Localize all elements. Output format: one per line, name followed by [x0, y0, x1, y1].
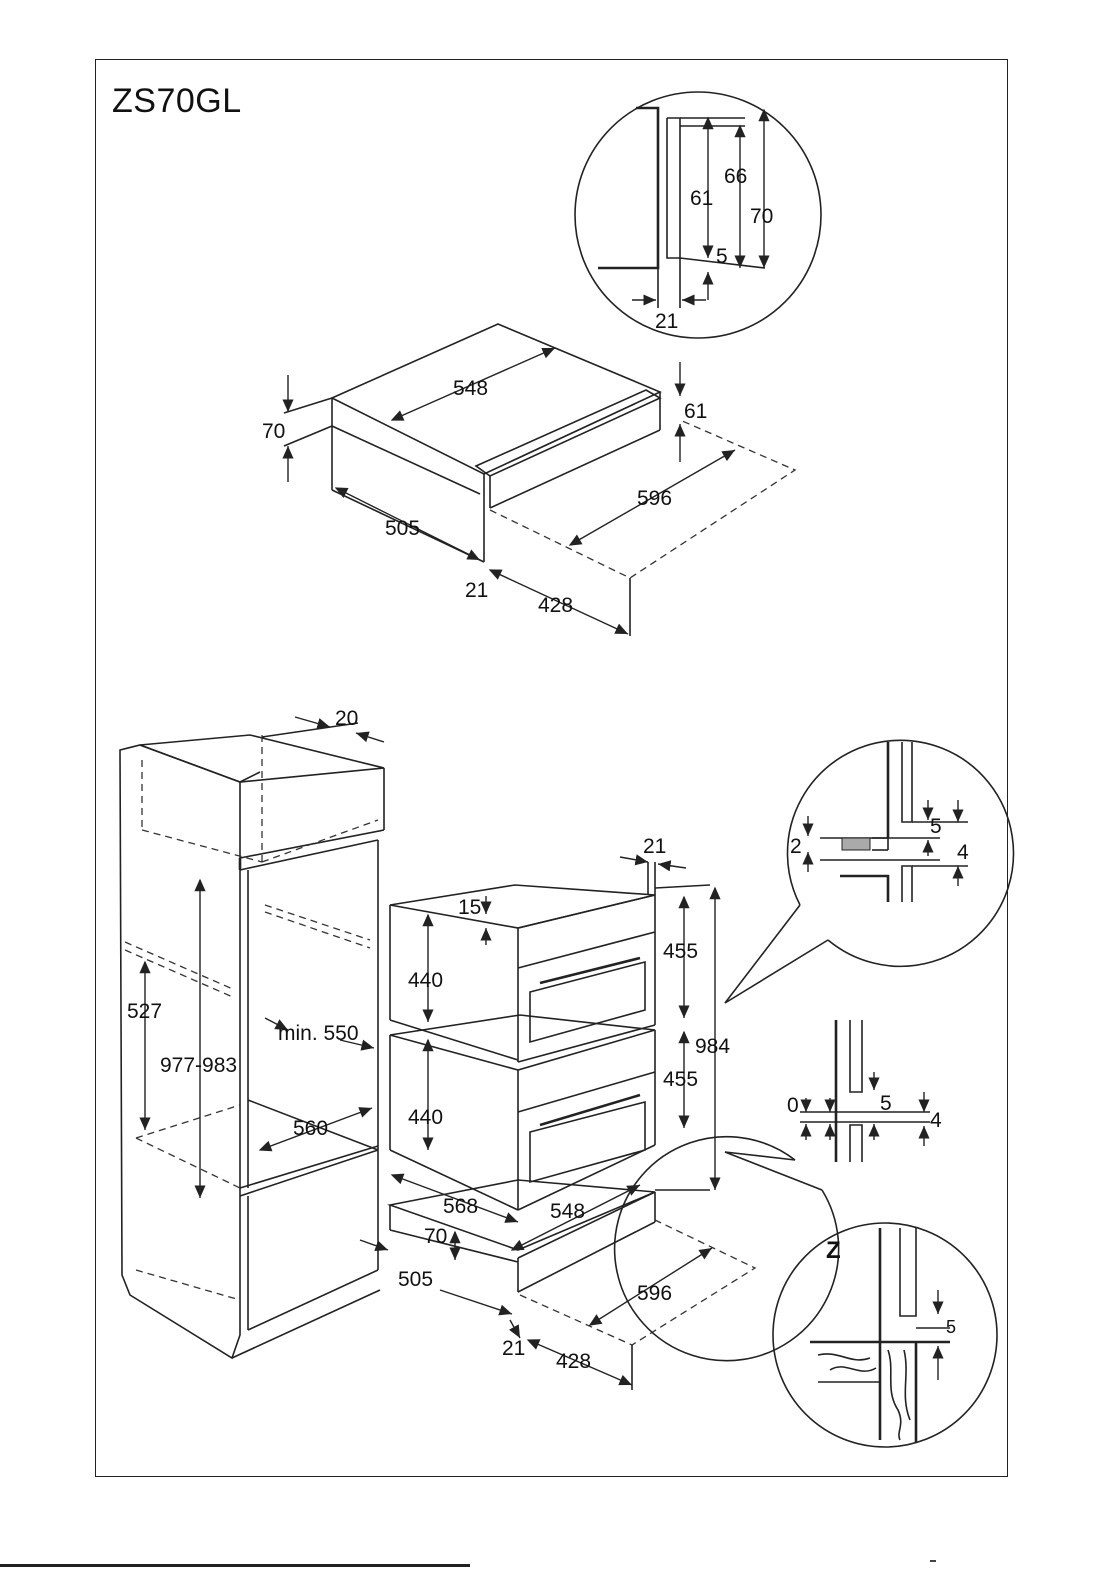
dim-label: 527: [127, 1000, 162, 1023]
dim-label: 61: [690, 187, 713, 210]
dim-label: 66: [724, 165, 747, 188]
dim-label: 21: [655, 310, 678, 333]
dim-label: 984: [695, 1035, 730, 1058]
dim-label: 20: [335, 707, 358, 730]
dim-label: 4: [957, 841, 969, 864]
dim-label: 70: [262, 420, 285, 443]
dim-label: 5: [880, 1092, 892, 1115]
dim-label: 568: [443, 1195, 478, 1218]
dim-label: 5: [946, 1317, 956, 1337]
dim-label: 4: [930, 1109, 942, 1132]
dim-label: 15: [458, 896, 481, 919]
detail-circle-z: Z 5: [773, 1223, 997, 1447]
dim-label: 428: [538, 594, 573, 617]
dim-label: 455: [663, 1068, 698, 1091]
dim-label: 596: [637, 1282, 672, 1305]
appliance-stack: 21 15 455 440 984 455 440 568 548 70 596…: [390, 835, 755, 1390]
dim-label: 560: [293, 1117, 328, 1140]
dim-label: 455: [663, 940, 698, 963]
dim-label: 5: [930, 815, 942, 838]
dim-label: 428: [556, 1350, 591, 1373]
dim-label: 505: [385, 517, 420, 540]
detail-letter: Z: [826, 1237, 841, 1264]
dim-label: min. 550: [278, 1022, 359, 1045]
dim-label: 548: [550, 1200, 585, 1223]
dim-label: 2: [790, 835, 802, 858]
detail-circle-top: 61 66 70 5 21: [575, 92, 821, 338]
footer-mark: [930, 1560, 936, 1562]
drawer-isometric-top: 548 70 61 596 505 21 428: [262, 324, 795, 636]
dim-label: 61: [684, 400, 707, 423]
tall-cabinet: 20 527 977-983 min. 550 560 505: [120, 707, 433, 1358]
dim-label: 977-983: [160, 1054, 237, 1077]
detail-circle-mid-1: 2 5 4: [725, 740, 1013, 1003]
dim-label: 70: [424, 1225, 447, 1248]
dim-label: 505: [398, 1268, 433, 1291]
dim-label: 21: [465, 579, 488, 602]
footer-rule: [0, 1564, 470, 1567]
dim-label: 5: [716, 245, 728, 268]
dim-label: 0: [787, 1094, 799, 1117]
dim-label: 21: [502, 1337, 525, 1360]
dim-label: 596: [637, 487, 672, 510]
dim-label: 21: [643, 835, 666, 858]
dim-label: 70: [750, 205, 773, 228]
dim-label: 440: [408, 1106, 443, 1129]
dim-label: 548: [453, 377, 488, 400]
dim-label: 440: [408, 969, 443, 992]
